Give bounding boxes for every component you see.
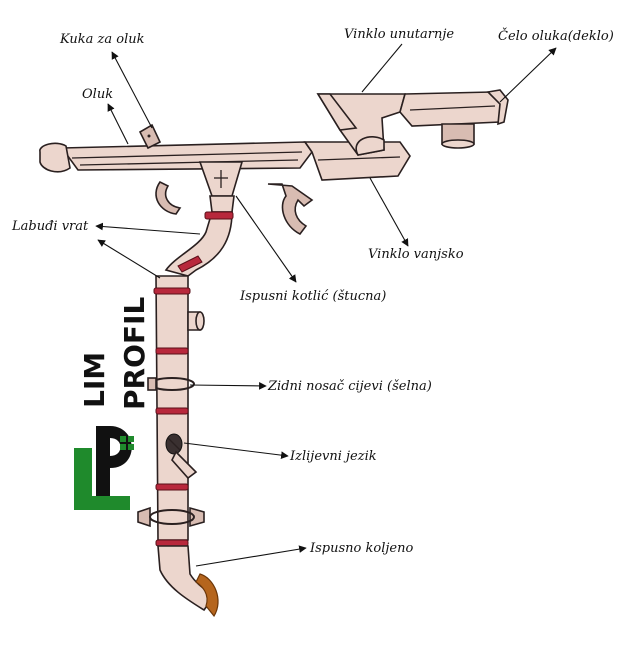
label-zidni-nosac: Zidni nosač cijevi (šelna) [267, 379, 432, 394]
arrow-celo-oluka [499, 47, 557, 103]
upper-gutter [399, 91, 506, 149]
label-oluk: Oluk [82, 87, 113, 102]
label-ispusno-koljeno: Ispusno koljeno [309, 541, 413, 556]
pipe-clamp [147, 377, 195, 391]
label-ispusni-kotlic: Ispusni kotlić (štucna) [239, 289, 386, 304]
label-vinklo-vanjsko: Vinklo vanjsko [368, 247, 464, 262]
logo-mark [74, 426, 134, 510]
outlet-elbow [157, 545, 219, 618]
gutter-drawing [39, 89, 509, 618]
label-vinklo-unutarnje: Vinklo unutarnje [344, 27, 454, 42]
arrow-labudi-vrat-bottom [97, 239, 161, 279]
label-kuka-za-oluk: Kuka za oluk [59, 32, 145, 47]
gutter-bracket-right [267, 183, 314, 236]
label-labudi-vrat: Labuđi vrat [11, 219, 89, 234]
arrow-oluk [107, 103, 129, 145]
outer-corner [303, 141, 411, 181]
arrow-vinklo-unutarnje [361, 43, 403, 93]
arrow-kuka [111, 51, 153, 129]
arrow-ispusno-koljeno [195, 545, 307, 567]
gutter-bracket-left [155, 180, 182, 215]
spout [165, 433, 198, 480]
lim-profil-logo: LIM PROFIL [74, 297, 151, 510]
logo-text-lim: LIM [78, 352, 111, 408]
downpipe [153, 275, 205, 547]
label-izlijevni-jezik: Izlijevni jezik [289, 449, 377, 464]
gutter-end-cap-left [39, 142, 71, 173]
arrow-ispusni-kotlic [235, 195, 297, 283]
pipe-clamp-lower [137, 506, 205, 528]
inner-corner [316, 93, 407, 156]
label-celo-oluka: Čelo oluka(deklo) [498, 27, 614, 44]
arrow-izlijevni-jezik [183, 442, 289, 459]
outlet-box [198, 161, 244, 213]
arrow-vinklo-vanjsko [369, 177, 409, 247]
gutter-hook [138, 123, 162, 150]
gutter-trough [60, 141, 313, 171]
swan-neck [164, 211, 234, 277]
arrow-labudi-vrat-top [95, 222, 201, 235]
arrow-zidni-nosac [189, 382, 267, 390]
logo-text-profil: PROFIL [118, 297, 151, 410]
